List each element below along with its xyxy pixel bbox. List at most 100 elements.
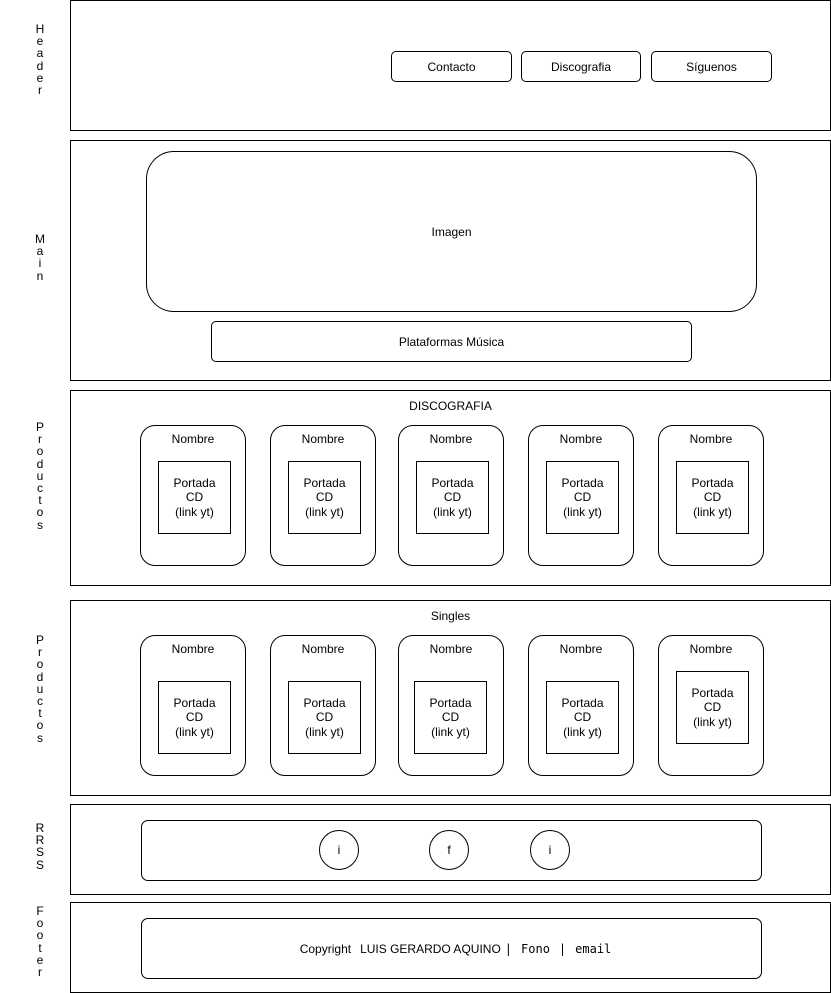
side-label-letter: u	[36, 681, 44, 696]
footer-section: Copyright LUIS GERARDO AQUINO | Fono | e…	[70, 902, 831, 993]
card-name: Nombre	[689, 642, 733, 656]
nav-contacto-button[interactable]: Contacto	[391, 51, 512, 82]
side-label-letter: o	[36, 916, 44, 931]
instagram-icon[interactable]: i	[530, 830, 570, 870]
side-label-letter: r	[38, 82, 42, 97]
cover-text-line: (link yt)	[693, 714, 732, 729]
side-label-letter: c	[37, 693, 43, 708]
side-label-letter: r	[38, 645, 42, 660]
side-label-letter: t	[38, 493, 42, 508]
instagram-icon[interactable]: i	[319, 830, 359, 870]
main-section: Imagen Plataformas Música	[70, 140, 831, 381]
side-label-letter: e	[36, 952, 44, 967]
separator: |	[504, 941, 513, 956]
side-label-letter: s	[37, 517, 43, 532]
separator: |	[558, 941, 567, 956]
cover-text-line: (link yt)	[305, 504, 344, 519]
author-name: LUIS GERARDO AQUINO	[360, 941, 501, 956]
cover-text-line: (link yt)	[563, 724, 602, 739]
cover-text-line: CD	[441, 710, 460, 725]
card-name: Nombre	[559, 642, 603, 656]
hero-image-placeholder: Imagen	[146, 151, 757, 312]
side-label-letter: o	[36, 657, 44, 672]
cover-text-line: CD	[315, 710, 334, 725]
nav-siguenos-button[interactable]: Síguenos	[651, 51, 772, 82]
cover-text-line: CD	[185, 490, 204, 505]
facebook-icon[interactable]: f	[429, 830, 469, 870]
side-label-letter: n	[36, 268, 44, 283]
copyright-label: Copyright	[299, 941, 352, 956]
platforms-button[interactable]: Plataformas Música	[211, 321, 692, 362]
cover-text-line: Portada	[173, 475, 216, 490]
side-label-letter: o	[36, 718, 44, 733]
card-name: Nombre	[301, 642, 345, 656]
side-label-letter: P	[35, 420, 44, 434]
cover-text-line: (link yt)	[693, 504, 732, 519]
hero-image-label: Imagen	[431, 224, 472, 239]
cover-text-line: (link yt)	[305, 724, 344, 739]
cover-text-line: CD	[443, 490, 462, 505]
side-label-letter: R	[35, 833, 45, 848]
side-label-letter: d	[36, 669, 44, 684]
cover-text-line: Portada	[303, 695, 346, 710]
email-link[interactable]: email	[575, 941, 612, 956]
discografia-title: DISCOGRAFIA	[409, 399, 492, 413]
cover-text-line: Portada	[561, 475, 604, 490]
side-label-letter: M	[35, 232, 45, 246]
cover-text-line: CD	[573, 490, 592, 505]
cover-text-line: Portada	[561, 695, 604, 710]
side-label-letter: P	[35, 633, 44, 647]
rrss-section: i f i	[70, 804, 831, 895]
side-label-letter: i	[38, 256, 42, 271]
card-name: Nombre	[429, 642, 473, 656]
cover-text-line: Portada	[431, 475, 474, 490]
side-label-letter: d	[36, 58, 44, 73]
cover-text-line: (link yt)	[433, 504, 472, 519]
phone-link[interactable]: Fono	[521, 941, 550, 956]
side-label-letter: r	[38, 964, 42, 979]
side-label-letter: o	[36, 505, 44, 520]
header-section: Contacto Discografia Síguenos	[70, 0, 831, 131]
singles-title: Singles	[430, 609, 471, 623]
cover-text-line: Portada	[303, 475, 346, 490]
card-name: Nombre	[171, 432, 215, 446]
side-label-letter: s	[37, 730, 43, 745]
nav-discografia-button[interactable]: Discografia	[521, 51, 641, 82]
side-label-letter: d	[36, 456, 44, 471]
card-name: Nombre	[429, 432, 473, 446]
card-name: Nombre	[171, 642, 215, 656]
cover-text-line: CD	[573, 710, 592, 725]
side-label-letter: c	[37, 480, 43, 495]
side-label-letter: S	[35, 857, 44, 872]
cover-text-line: (link yt)	[431, 724, 470, 739]
card-name: Nombre	[689, 432, 733, 446]
side-label-letter: a	[36, 46, 44, 61]
cover-text-line: (link yt)	[175, 504, 214, 519]
cover-text-line: CD	[703, 700, 722, 715]
cover-text-line: (link yt)	[563, 504, 602, 519]
side-label-letter: S	[35, 845, 44, 860]
side-label-letter: R	[35, 821, 45, 835]
